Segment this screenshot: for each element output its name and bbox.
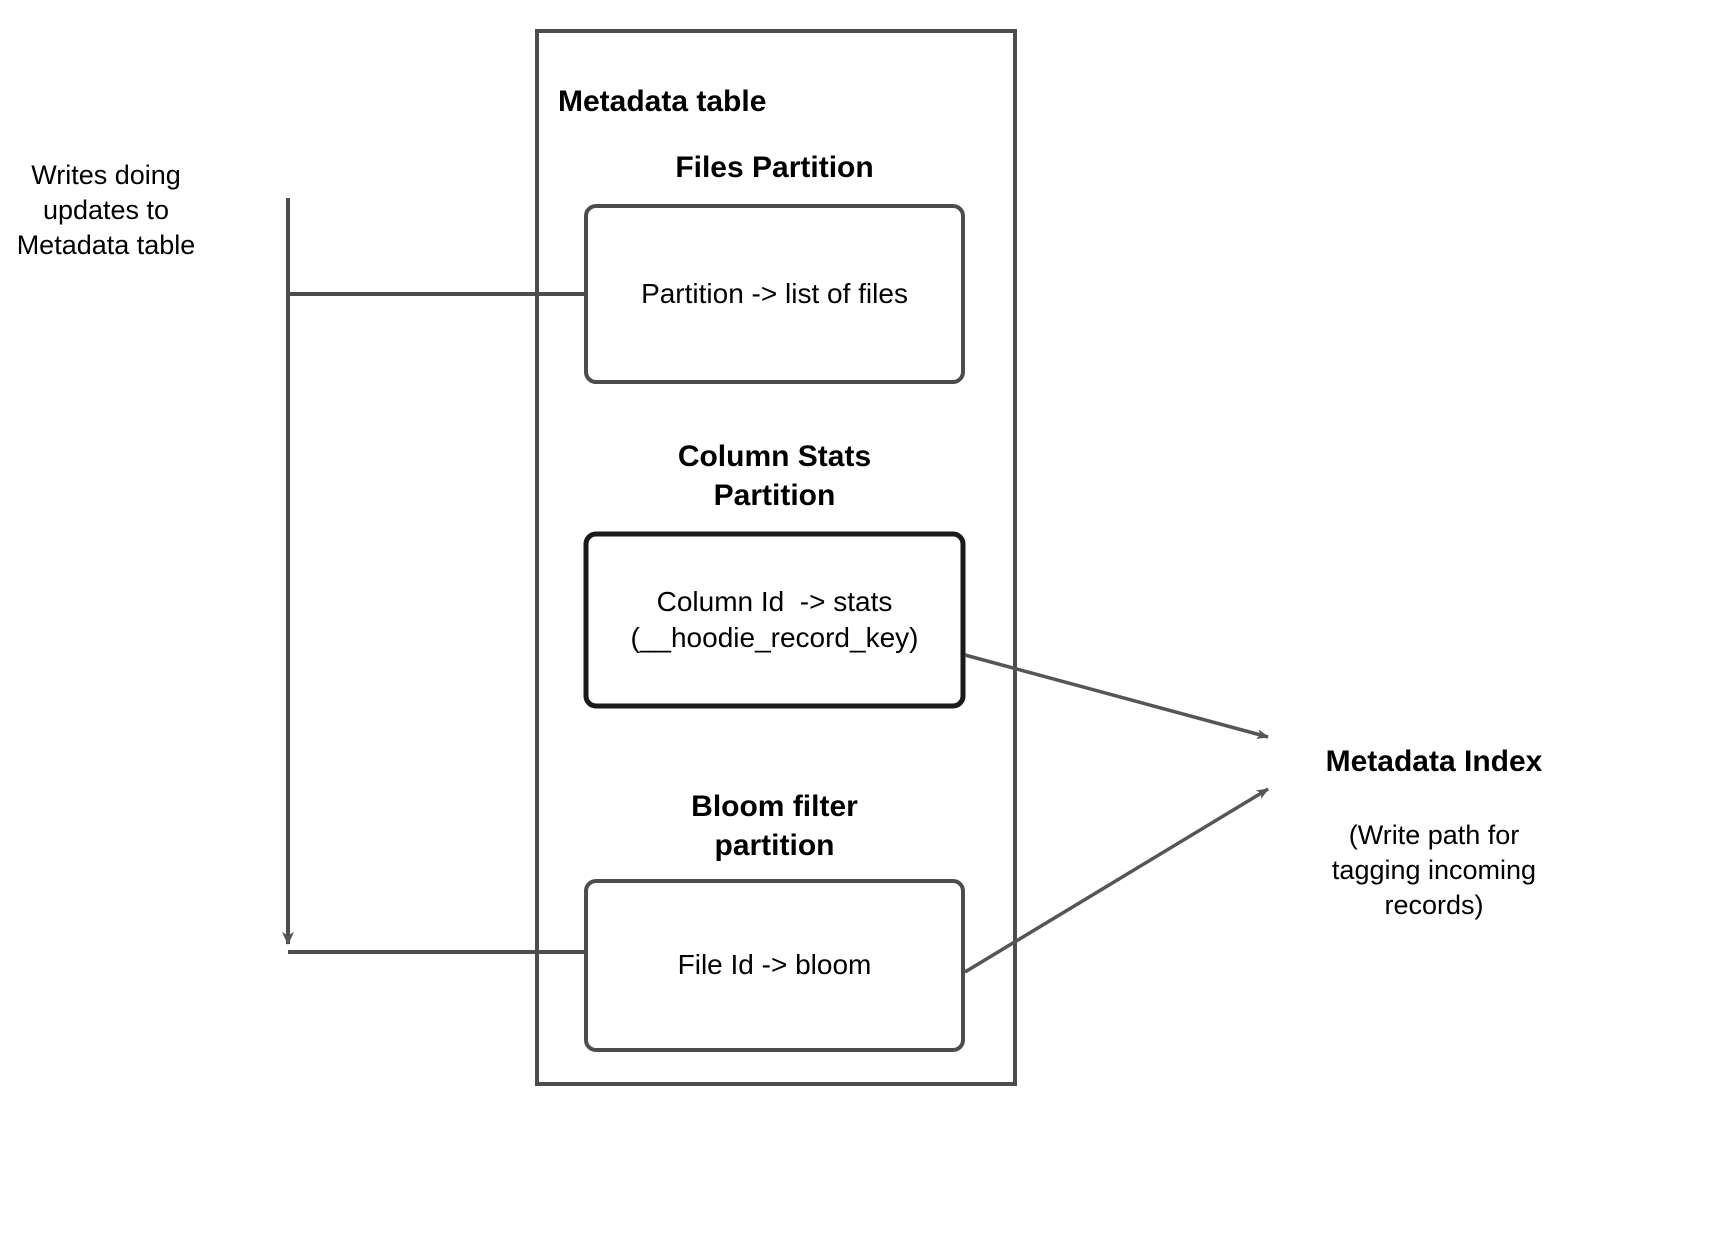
metadata-index-title: Metadata Index <box>1325 745 1543 778</box>
metadata-index-subtitle: (Write path for tagging incoming records… <box>1331 820 1537 921</box>
connector-bloom-filter-to-metadata-index <box>964 787 1269 974</box>
column-stats-box-text: Column Id -> stats (__hoodie_record_key) <box>630 585 919 653</box>
connector-column-stats-to-metadata-index <box>964 653 1269 739</box>
files-partition-heading: Files Partition <box>675 151 874 184</box>
bloom-filter-box-text: File Id -> bloom <box>677 949 872 981</box>
column-stats-partition-heading: Column Stats Partition <box>677 440 872 512</box>
metadata-table-title: Metadata table <box>558 85 767 118</box>
files-partition-box-text: Partition -> list of files <box>641 277 908 309</box>
bloom-filter-partition-heading: Bloom filter partition <box>691 790 858 862</box>
writes-note-label: Writes doing updates to Metadata table <box>16 160 196 261</box>
